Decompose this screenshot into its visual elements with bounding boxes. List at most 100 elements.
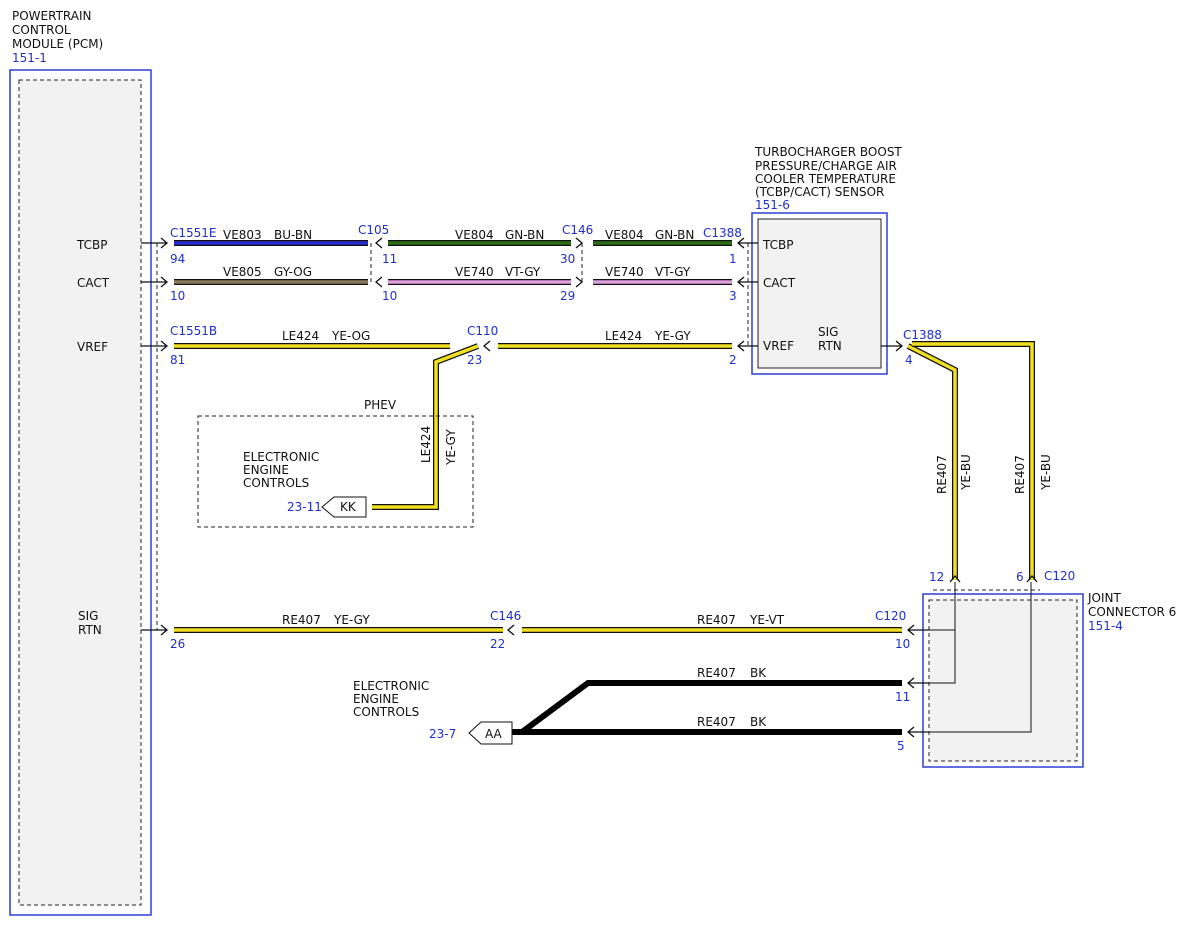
terminal-arrows (141, 237, 1038, 738)
w13-color: YE-VT (749, 613, 785, 627)
arrow-joint-11 (906, 677, 929, 689)
eec-ground-ref: ELECTRONIC ENGINE CONTROLS 23-7 AA (353, 679, 513, 745)
sensor-pin-rtn: RTN (818, 339, 842, 353)
pin-29: 29 (560, 289, 575, 303)
eec-tag-shape (468, 721, 513, 745)
pcm-pin-tcbp: TCBP (76, 238, 107, 252)
pin-2: 2 (729, 353, 737, 367)
w15-color: BK (750, 715, 767, 729)
pin-12: 12 (929, 570, 944, 584)
arrow-c146-1 (575, 237, 584, 249)
sensor-title-1: TURBOCHARGER BOOST (754, 145, 902, 159)
phev-module-2: ENGINE (243, 463, 289, 477)
eec-ref: 23-7 (429, 727, 456, 741)
pin-23: 23 (467, 353, 482, 367)
w11-circuit: RE407 (1013, 455, 1027, 494)
pin-6: 6 (1016, 570, 1024, 584)
w1-color: BU-BN (274, 228, 312, 242)
w13-circuit: RE407 (697, 613, 736, 627)
arrow-pcm-vref (141, 340, 169, 352)
arrow-sensor-cact (736, 276, 758, 288)
sensor-pin-sig: SIG (818, 325, 838, 339)
sensor-pin-cact: CACT (763, 276, 796, 290)
w2-color: GN-BN (505, 228, 544, 242)
eec-module-1: ELECTRONIC (353, 679, 429, 693)
arrow-c146-mid (506, 624, 515, 636)
conn-c120-mid: C120 (875, 609, 906, 623)
wire-11 (912, 342, 1034, 580)
conn-c1388-top: C1388 (703, 226, 742, 240)
conn-c1551b: C1551B (170, 324, 217, 338)
pcm-pin-vref: VREF (77, 340, 108, 354)
w4-color: GY-OG (274, 265, 312, 279)
tcbp-cact-sensor: TURBOCHARGER BOOST PRESSURE/CHARGE AIR C… (751, 145, 902, 375)
sensor-title-3: COOLER TEMPERATURE (755, 172, 896, 186)
sensor-ref: 151-6 (755, 198, 790, 212)
arrow-sensor-vref (736, 340, 758, 352)
conn-c1551e: C1551E (170, 226, 217, 240)
joint-splice-5-6 (922, 582, 1032, 733)
eec-module-2: ENGINE (353, 692, 399, 706)
pin-5: 5 (897, 739, 905, 753)
w11-color: YE-BU (1039, 454, 1053, 491)
conn-c1388-side: C1388 (903, 328, 942, 342)
joint-title-1: JOINT (1087, 591, 1122, 605)
phev-tag: KK (340, 500, 357, 514)
phev-tag-shape (321, 496, 367, 518)
arrow-pcm-cact (141, 276, 169, 288)
pcm-pin-rtn: RTN (78, 623, 102, 637)
pcm-outline (9, 69, 152, 916)
pin-numbers: 94 10 81 11 10 30 29 1 3 23 2 4 12 6 26 … (170, 252, 1024, 753)
pcm-title-1: POWERTRAIN (12, 9, 92, 23)
conn-c120-top: C120 (1044, 569, 1075, 583)
sensor-pin-vref: VREF (763, 339, 794, 353)
w6-circuit: VE740 (605, 265, 644, 279)
conn-c146-mid: C146 (490, 609, 521, 623)
w12-color: YE-GY (333, 613, 370, 627)
w10-circuit: RE407 (935, 455, 949, 494)
sensor-title-2: PRESSURE/CHARGE AIR (755, 159, 897, 173)
pin-4: 4 (905, 353, 913, 367)
w3-circuit: VE804 (605, 228, 644, 242)
w7-circuit: LE424 (282, 329, 319, 343)
arrow-joint-5 (906, 726, 929, 738)
eec-tag: AA (485, 727, 503, 741)
sensor-outline (751, 212, 888, 375)
arrow-c105-2 (374, 276, 383, 288)
wire-9 (372, 344, 479, 509)
conn-c110: C110 (467, 324, 498, 338)
wire-labels: VE803 BU-BN VE804 GN-BN VE804 GN-BN VE80… (223, 228, 1053, 729)
w6-color: VT-GY (655, 265, 691, 279)
arrow-joint-6 (1026, 574, 1038, 583)
arrow-joint-10 (906, 624, 929, 636)
pin-10-c120: 10 (895, 637, 910, 651)
conn-c105: C105 (358, 223, 389, 237)
w2-circuit: VE804 (455, 228, 494, 242)
pcm-module: POWERTRAIN CONTROL MODULE (PCM) 151-1 TC… (9, 9, 152, 916)
pcm-pin-sig: SIG (78, 609, 98, 623)
arrow-pcm-tcbp (141, 237, 169, 249)
pcm-title-2: CONTROL (12, 23, 71, 37)
sensor-title-4: (TCBP/CACT) SENSOR (755, 185, 884, 199)
w14-color: BK (750, 666, 767, 680)
pin-3: 3 (729, 289, 737, 303)
pin-11-c105: 11 (382, 252, 397, 266)
w8-circuit: LE424 (605, 329, 642, 343)
wire-10 (907, 344, 957, 580)
pin-10-c105: 10 (382, 289, 397, 303)
phev-option: PHEV ELECTRONIC ENGINE CONTROLS 23-11 KK (197, 398, 474, 528)
pin-26: 26 (170, 637, 185, 651)
w4-circuit: VE805 (223, 265, 262, 279)
phev-module-3: CONTROLS (243, 476, 309, 490)
w5-color: VT-GY (505, 265, 541, 279)
joint-splice-11 (922, 630, 956, 684)
pcm-ref: 151-1 (12, 51, 47, 65)
pin-11-c120: 11 (895, 690, 910, 704)
pin-94: 94 (170, 252, 185, 266)
pin-1: 1 (729, 252, 737, 266)
w7-color: YE-OG (331, 329, 370, 343)
arrow-joint-12 (949, 574, 961, 583)
w5-circuit: VE740 (455, 265, 494, 279)
w12-circuit: RE407 (282, 613, 321, 627)
